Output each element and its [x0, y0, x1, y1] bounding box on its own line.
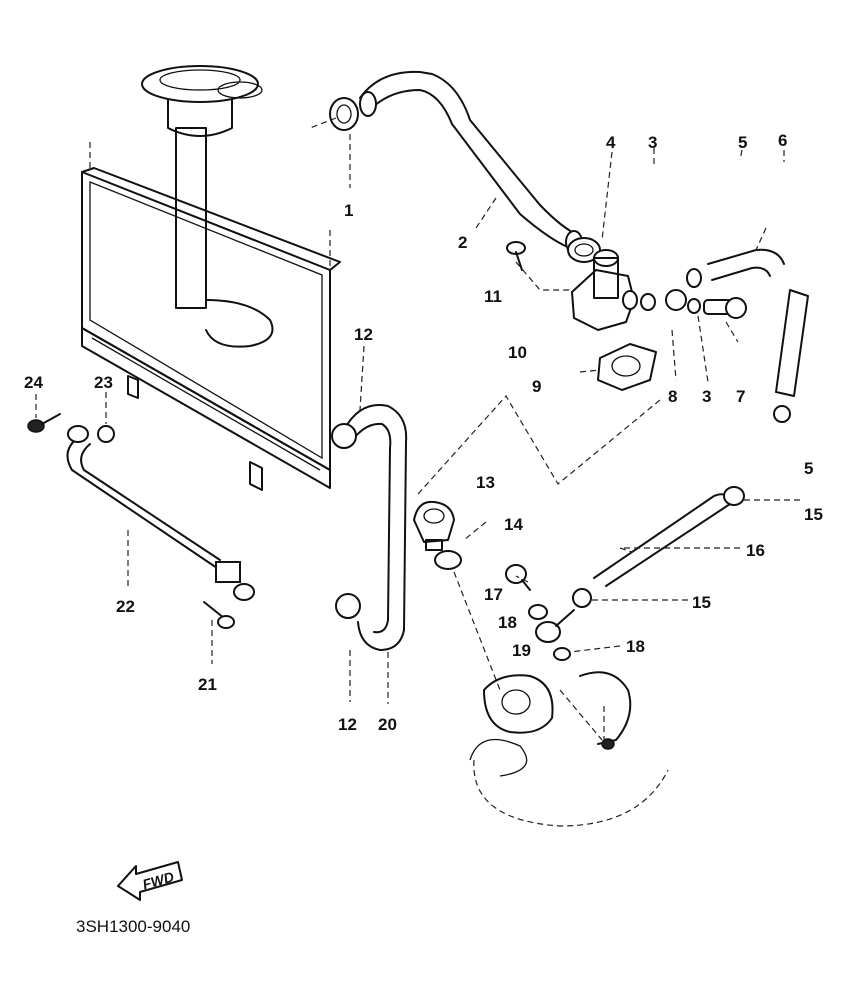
label-18b: 18 — [626, 637, 645, 656]
o-ring-23[interactable] — [97, 425, 115, 443]
fwd-arrow: FWD — [117, 861, 183, 901]
label-21: 21 — [198, 675, 217, 694]
bolt-17[interactable] — [505, 564, 531, 591]
label-15a: 15 — [804, 505, 823, 524]
label-24: 24 — [24, 373, 43, 392]
gasket-9[interactable] — [597, 343, 657, 391]
bypass-hose-16[interactable] — [572, 486, 745, 608]
o-ring-3b[interactable] — [687, 298, 701, 314]
small-hose-5[interactable] — [773, 289, 809, 423]
label-10: 10 — [508, 343, 527, 362]
union-bolt-19[interactable] — [535, 609, 575, 643]
thermostat-13[interactable] — [413, 500, 455, 551]
label-15b: 15 — [692, 593, 711, 612]
o-ring-14[interactable] — [434, 550, 462, 570]
label-8: 8 — [668, 387, 677, 406]
washer-18a[interactable] — [528, 604, 548, 620]
label-22: 22 — [116, 597, 135, 616]
label-6: 6 — [778, 131, 787, 150]
label-3a: 3 — [648, 133, 657, 152]
washer-18b[interactable] — [553, 647, 571, 661]
label-11: 11 — [484, 287, 502, 306]
label-18a: 18 — [498, 613, 517, 632]
diagram-code: 3SH1300-9040 — [76, 917, 190, 936]
pipe-22[interactable] — [66, 425, 255, 601]
label-1: 1 — [344, 201, 353, 220]
label-12b: 12 — [338, 715, 357, 734]
clamp-8[interactable] — [665, 289, 687, 311]
hose-clamp-1[interactable] — [329, 97, 359, 131]
label-7: 7 — [736, 387, 745, 406]
bolt-11[interactable] — [506, 241, 526, 271]
thermostat-housing[interactable] — [571, 249, 638, 331]
radiator-cap — [141, 65, 274, 348]
lower-hose-20[interactable] — [331, 404, 408, 651]
fitting-7[interactable] — [703, 297, 747, 319]
label-14: 14 — [504, 515, 523, 534]
small-hose-6[interactable] — [686, 248, 785, 288]
bolt-21[interactable] — [203, 601, 235, 629]
o-ring-3a[interactable] — [640, 293, 656, 311]
label-16: 16 — [746, 541, 765, 560]
label-19: 19 — [512, 641, 531, 660]
label-3b: 3 — [702, 387, 711, 406]
label-20: 20 — [378, 715, 397, 734]
leader-lines — [35, 117, 800, 740]
label-13: 13 — [476, 473, 495, 492]
label-5a: 5 — [738, 133, 747, 152]
bolt-24[interactable] — [27, 413, 61, 433]
label-12a: 12 — [354, 325, 373, 344]
label-9: 9 — [532, 377, 541, 396]
label-4: 4 — [606, 133, 616, 152]
label-23: 23 — [94, 373, 113, 392]
label-2: 2 — [458, 233, 467, 252]
label-17: 17 — [484, 585, 503, 604]
upper-hose[interactable] — [359, 70, 583, 254]
pump-housing — [469, 671, 669, 827]
label-5b: 5 — [804, 459, 813, 478]
radiator — [81, 65, 341, 491]
part-labels: 1 2 4 3 5 6 11 10 9 8 3 7 5 12 13 14 15 … — [24, 131, 823, 734]
